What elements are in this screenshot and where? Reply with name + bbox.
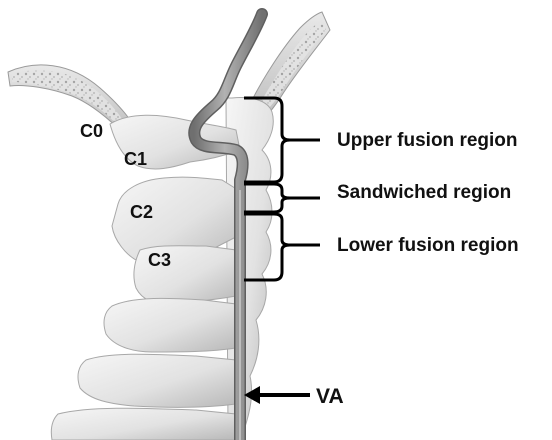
- label-c1: C1: [124, 149, 147, 169]
- vertebra-c4: [104, 298, 236, 352]
- label-upper-fusion-region: Upper fusion region: [337, 130, 518, 151]
- label-vertebral-artery: VA: [316, 385, 344, 408]
- vertebra-c5: [78, 354, 236, 407]
- label-c0: C0: [80, 121, 103, 141]
- label-c3: C3: [148, 250, 171, 270]
- label-lower-fusion-region: Lower fusion region: [337, 235, 519, 256]
- vertebra-c6: [51, 408, 236, 440]
- va-arrow: [244, 386, 310, 404]
- label-c2: C2: [130, 202, 153, 222]
- label-sandwiched-region: Sandwiched region: [337, 182, 511, 203]
